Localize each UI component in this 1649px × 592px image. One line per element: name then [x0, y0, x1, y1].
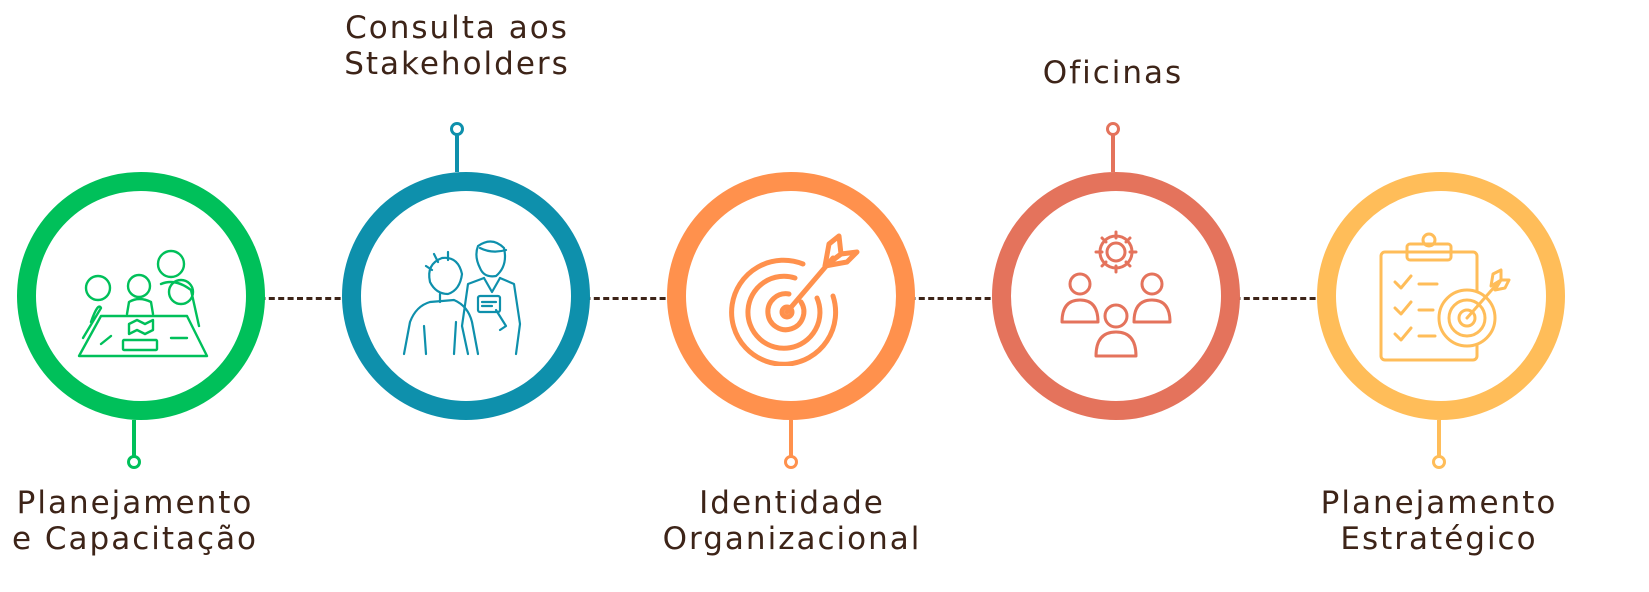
step-pin — [127, 455, 141, 469]
dashed-connector — [1225, 297, 1325, 300]
step-pin — [1432, 455, 1446, 469]
step-label: Identidade Organizacional — [642, 485, 942, 557]
step-ring — [1317, 172, 1565, 420]
step-label-line-2: Organizacional — [662, 521, 922, 557]
step-pin — [450, 122, 464, 136]
target-arrow-icon — [729, 233, 860, 366]
step-label: Consulta aos Stakeholders — [307, 10, 607, 82]
step-label-line-2: Estratégico — [1340, 521, 1538, 557]
checklist-target-icon — [1379, 232, 1511, 362]
step-label: Planejamento Estratégico — [1289, 485, 1589, 557]
step-label-line-1: Planejamento — [16, 485, 254, 521]
step-stem — [1437, 420, 1441, 456]
team-meeting-icon — [77, 249, 209, 358]
dashed-connector — [575, 297, 675, 300]
step-label-line-1: Planejamento — [1320, 485, 1558, 521]
step-label: Planejamento e Capacitação — [0, 485, 285, 557]
step-label-line-2: Stakeholders — [344, 46, 570, 82]
step-pin — [784, 455, 798, 469]
step-label-line-1: Consulta aos — [345, 10, 569, 46]
step-label-line-1: Oficinas — [1042, 55, 1184, 91]
consultation-icon — [402, 240, 522, 356]
step-stem — [789, 420, 793, 456]
dashed-connector — [900, 297, 1000, 300]
workshop-group-icon — [1060, 230, 1172, 358]
dashed-connector — [250, 297, 350, 300]
step-stem — [455, 132, 459, 172]
step-label-line-1: Identidade — [699, 485, 885, 521]
step-ring — [342, 172, 590, 420]
step-stem — [132, 420, 136, 456]
step-ring — [992, 172, 1240, 420]
step-label-line-2: e Capacitação — [11, 521, 259, 557]
step-pin — [1106, 122, 1120, 136]
step-ring — [667, 172, 915, 420]
step-ring — [17, 172, 265, 420]
step-stem — [1111, 132, 1115, 172]
step-label: Oficinas — [963, 55, 1263, 91]
